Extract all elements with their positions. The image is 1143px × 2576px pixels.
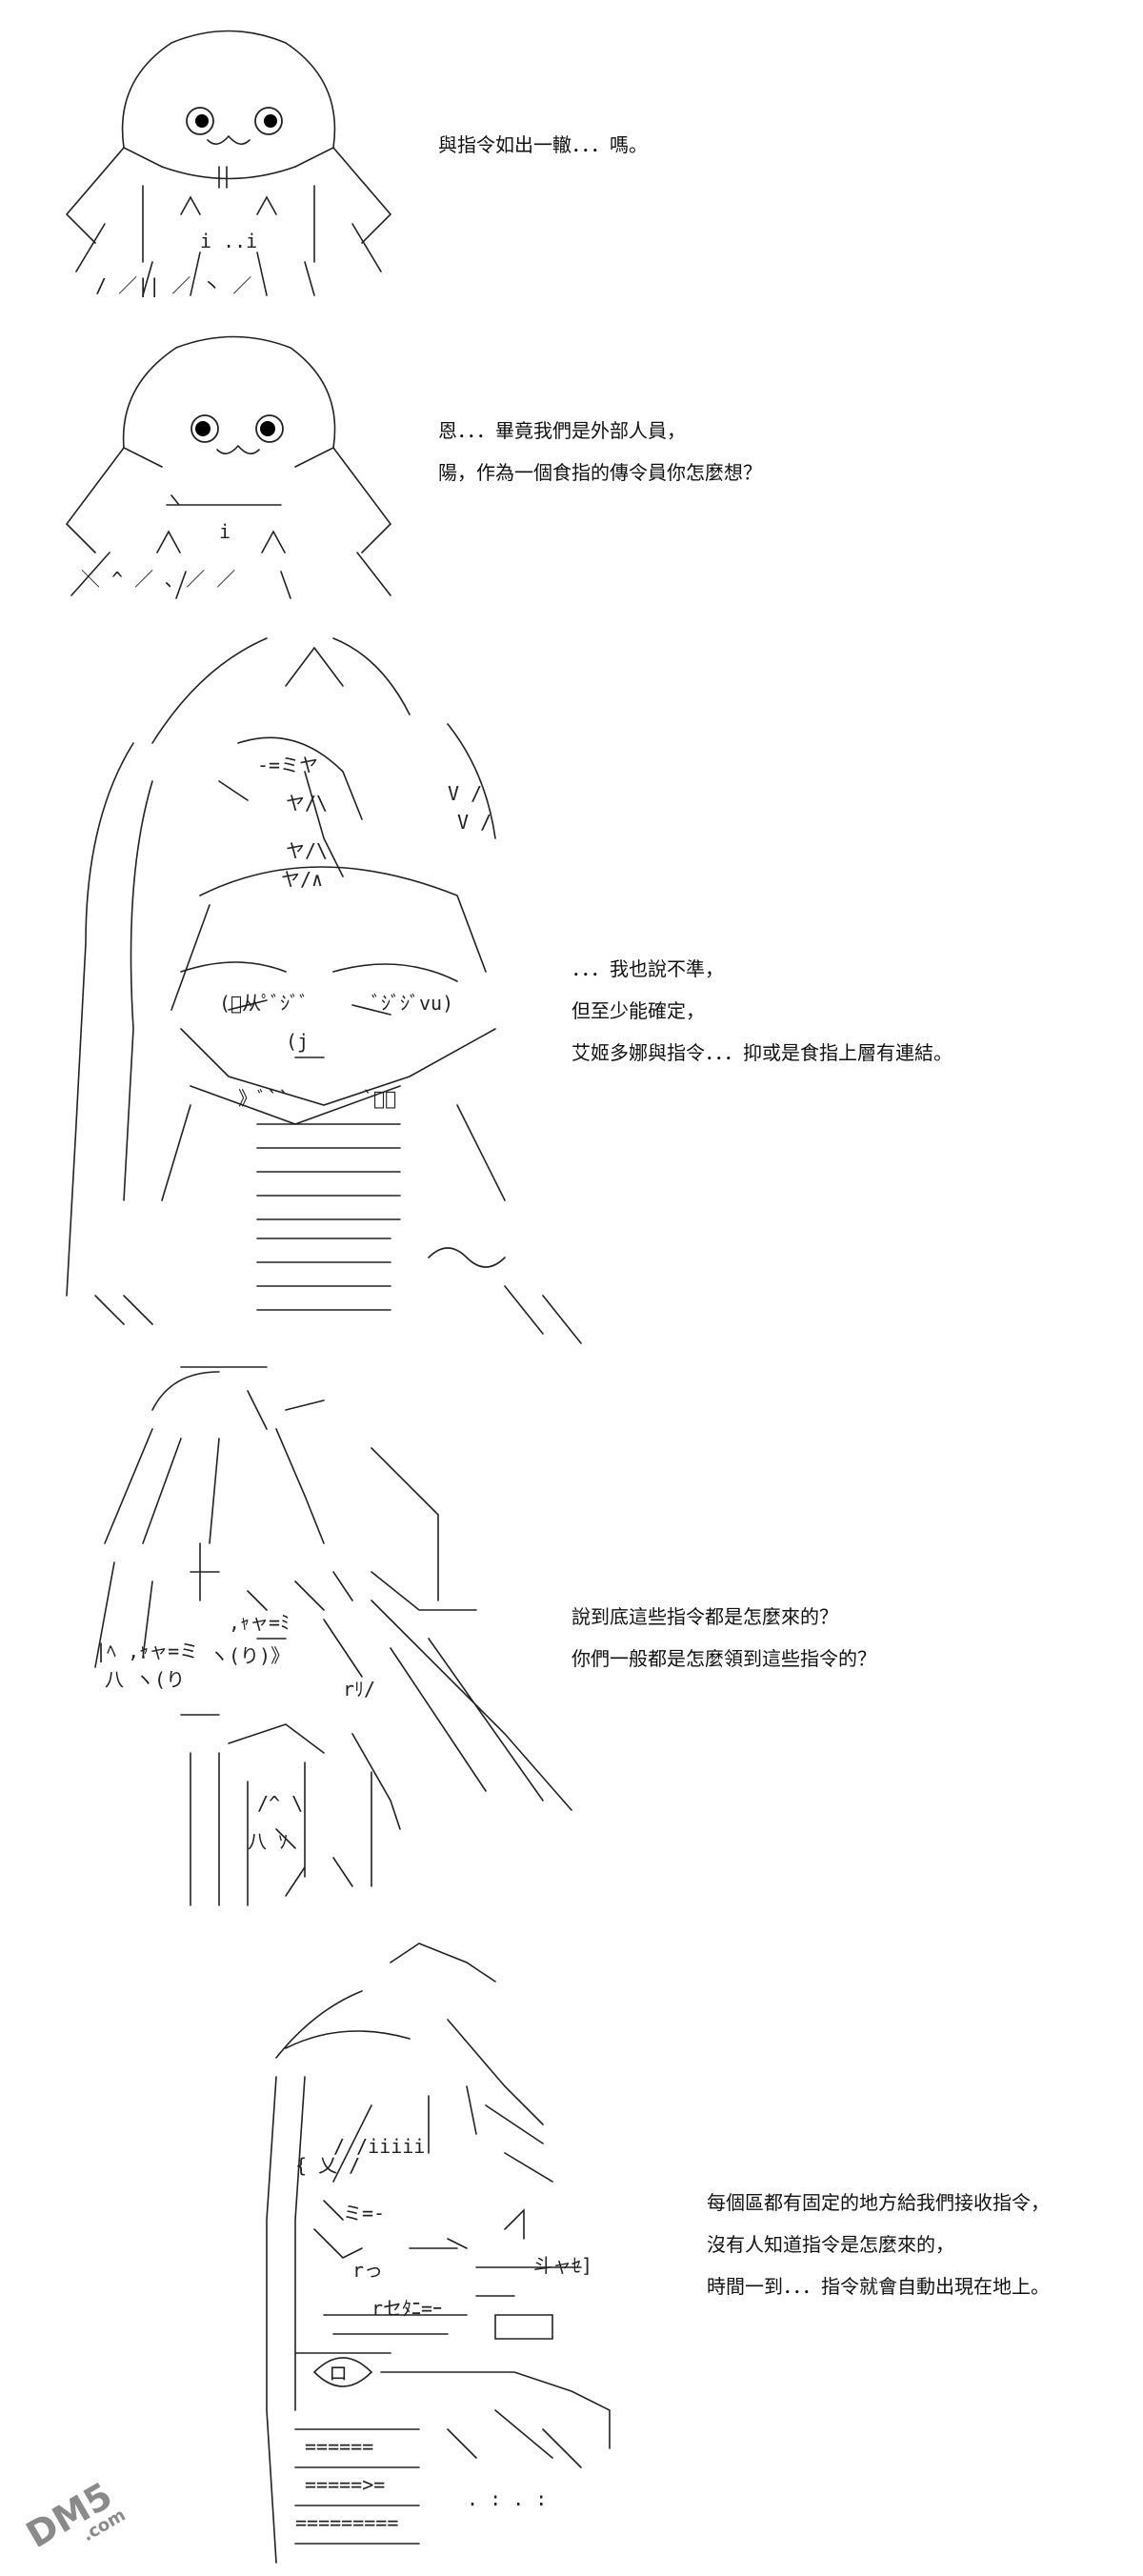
dialogue-line: 時間一到．．．指令就會自動出現在地上。 bbox=[707, 2275, 1050, 2298]
dialogue-panel-2: 恩．．．畢竟我們是外部人員， 陽，作為一個食指的傳令員你怎麼想？ bbox=[438, 410, 762, 493]
svg-text:V /: V / bbox=[448, 782, 482, 805]
svg-text:V /: V / bbox=[457, 811, 491, 834]
ascii-art-short-haired-girl: ,ｬャ=ﾐ ヽ(り)》 |ﾍ ,ｬャ=ミ 八 ヽ(り rﾘ/ /^ \ 八 ｿ bbox=[57, 1353, 591, 1906]
dialogue-line: 與指令如出一轍．．．嗎。 bbox=[438, 133, 648, 156]
svg-text:ヽ(り)》: ヽ(り)》 bbox=[210, 1644, 290, 1667]
svg-text:ミ=-: ミ=- bbox=[343, 2202, 385, 2224]
ascii-art-long-haired-girl: V / V / ヤ/\ ヤ/\ ヤ/∧ -=ミヤ (ﾞ从ﾟﾞｼﾞﾞ ﾞｼﾞｼﾞv… bbox=[48, 629, 610, 1353]
dialogue-panel-3: ．．．我也說不準， 但至少能確定， 艾姬多娜與指令．．．抑或是食指上層有連結。 bbox=[572, 948, 952, 1074]
svg-text:|ﾍ ,ｬャ=ミ: |ﾍ ,ｬャ=ミ bbox=[95, 1640, 198, 1662]
svg-text:rっ: rっ bbox=[352, 2259, 383, 2282]
svg-text:=====>=: =====>= bbox=[305, 2473, 385, 2496]
dialogue-line: 你們一般都是怎麼領到這些指令的？ bbox=[572, 1647, 876, 1670]
dialogue-line: ．．．我也說不準， bbox=[572, 957, 724, 980]
svg-text:(j: (j bbox=[286, 1030, 309, 1053]
panel-3: V / V / ヤ/\ ヤ/\ ヤ/∧ -=ミヤ (ﾞ从ﾟﾞｼﾞﾞ ﾞｼﾞｼﾞv… bbox=[0, 610, 1143, 1344]
svg-text:{ 乂 /: { 乂 / bbox=[295, 2154, 360, 2177]
svg-text:ヤ/∧: ヤ/∧ bbox=[281, 868, 323, 891]
ascii-art-mascot-smug: i ..i / ／|| ／ 丶 ／ bbox=[57, 24, 400, 300]
svg-text:. : . :: . : . : bbox=[467, 2487, 547, 2510]
svg-text:======: ====== bbox=[305, 2435, 373, 2458]
svg-text:i: i bbox=[219, 520, 231, 543]
svg-text:八 ｿ: 八 ｿ bbox=[248, 1830, 288, 1853]
svg-text:/ ／|| ／ 丶 ／: / ／|| ／ 丶 ／ bbox=[95, 274, 251, 297]
dialogue-line: 說到底這些指令都是怎麼來的？ bbox=[572, 1605, 838, 1628]
panel-2: i ＼ ^ ／ ､ ／ ／ 恩．．．畢竟我們是外部人員， 陽，作為一個食指的傳令… bbox=[0, 314, 1143, 600]
svg-text:ヤ/\: ヤ/\ bbox=[286, 792, 328, 815]
svg-text:(ﾞ从ﾟﾞｼﾞﾞ: (ﾞ从ﾟﾞｼﾞﾞ bbox=[219, 992, 309, 1015]
svg-text:＼ ^ ／ ､ ／ ／: ＼ ^ ／ ､ ／ ／ bbox=[81, 568, 235, 591]
svg-text:ヤ/\: ヤ/\ bbox=[286, 839, 328, 862]
svg-text:-=ミヤ: -=ミヤ bbox=[257, 754, 318, 776]
panel-1: i ..i / ／|| ／ 丶 ／ 與指令如出一轍．．．嗎。 bbox=[0, 0, 1143, 314]
dialogue-line: 陽，作為一個食指的傳令員你怎麼想？ bbox=[438, 461, 762, 484]
dialogue-line: 每個區都有固定的地方給我們接收指令， bbox=[707, 2191, 1050, 2214]
panel-5: / /iiiii { 乂 / ミ=- rっ 斗ャｾ] rセﾀﾆ=ｰ ロ ====… bbox=[0, 1915, 1143, 2576]
svg-text:rセﾀﾆ=ｰ: rセﾀﾆ=ｰ bbox=[371, 2297, 442, 2320]
svg-text:八 ヽ(り: 八 ヽ(り bbox=[105, 1668, 185, 1691]
svg-text:ﾞｼﾞｼﾞvu): ﾞｼﾞｼﾞvu) bbox=[371, 992, 453, 1015]
svg-text:/ /iiiii: / /iiiii bbox=[333, 2135, 425, 2158]
site-watermark-logo: DM5 .com bbox=[17, 2467, 141, 2563]
dialogue-panel-5: 每個區都有固定的地方給我們接收指令， 沒有人知道指令是怎麼來的， 時間一到．．．… bbox=[707, 2182, 1050, 2307]
dialogue-line: 艾姬多娜與指令．．．抑或是食指上層有連結。 bbox=[572, 1041, 952, 1064]
dialogue-panel-4: 說到底這些指令都是怎麼來的？ 你們一般都是怎麼領到這些指令的？ bbox=[572, 1596, 876, 1680]
ascii-art-mascot-wide-eyes: i ＼ ^ ／ ､ ／ ／ bbox=[52, 333, 405, 600]
ascii-art-ponytail-girl: / /iiiii { 乂 / ミ=- rっ 斗ャｾ] rセﾀﾆ=ｰ ロ ====… bbox=[257, 1934, 667, 2564]
svg-text:rﾘ/: rﾘ/ bbox=[343, 1678, 375, 1701]
svg-text:i ..i: i ..i bbox=[200, 230, 257, 252]
svg-text:=========: ========= bbox=[295, 2511, 398, 2534]
dialogue-line: 恩．．．畢竟我們是外部人員， bbox=[438, 419, 686, 442]
svg-text:斗ャｾ]: 斗ャｾ] bbox=[533, 2254, 592, 2277]
panel-4: ,ｬャ=ﾐ ヽ(り)》 |ﾍ ,ｬャ=ミ 八 ヽ(り rﾘ/ /^ \ 八 ｿ … bbox=[0, 1353, 1143, 1906]
dialogue-panel-1: 與指令如出一轍．．．嗎。 bbox=[438, 124, 648, 166]
svg-text:ロ: ロ bbox=[329, 2362, 348, 2385]
dialogue-line: 但至少能確定， bbox=[572, 999, 705, 1022]
svg-text:》ﾞ``: 》ﾞ`` bbox=[238, 1087, 290, 1110]
svg-text:,ｬャ=ﾐ: ,ｬャ=ﾐ bbox=[229, 1611, 290, 1634]
svg-text:`ﾞ《: `ﾞ《 bbox=[362, 1087, 396, 1110]
dialogue-line: 沒有人知道指令是怎麼來的， bbox=[707, 2233, 954, 2256]
svg-text:/^ \: /^ \ bbox=[257, 1792, 303, 1815]
